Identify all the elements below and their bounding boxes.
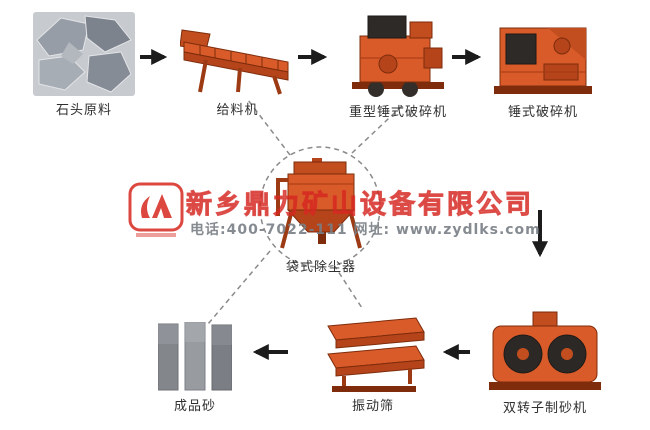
node-hammer-crusher: 锤式破碎机 (492, 18, 594, 120)
node-label: 振动筛 (351, 399, 394, 414)
node-label: 重型锤式破碎机 (348, 105, 447, 120)
node-bag-dust-collector: 袋式除尘器 (272, 158, 370, 275)
hammer-crusher-illustration (494, 27, 592, 94)
double-rotor-sand-maker-illustration (489, 311, 601, 390)
dashed-circle-dust-collector (259, 146, 381, 268)
bag-dust-collector-illustration (276, 158, 362, 249)
feeder-illustration (180, 29, 289, 95)
dashed-line-dust-to-feeder (247, 99, 291, 156)
vibrating-screen-illustration (327, 317, 425, 392)
node-finished-sand: 成品砂 (158, 322, 232, 414)
node-feeder: 给料机 (180, 28, 295, 118)
node-vibrating-screen: 振动筛 (318, 312, 428, 414)
node-label: 锤式破碎机 (507, 105, 578, 120)
node-label: 给料机 (216, 103, 259, 118)
node-double-rotor-sand-maker: 双转子制砂机 (487, 308, 603, 416)
dashed-line-dust-to-finished-sand (207, 250, 271, 325)
finished-sand-photo (158, 322, 232, 391)
dashed-line-dust-to-heavy-crusher (351, 103, 405, 154)
node-label: 双转子制砂机 (502, 401, 587, 416)
heavy-hammer-crusher-illustration (352, 15, 444, 97)
node-label: 石头原料 (55, 103, 112, 118)
node-label: 成品砂 (173, 399, 216, 414)
node-label: 袋式除尘器 (285, 260, 356, 275)
node-heavy-hammer-crusher: 重型锤式破碎机 (348, 12, 448, 120)
stone-photo (33, 12, 135, 96)
node-stone-raw-material: 石头原料 (33, 12, 135, 118)
